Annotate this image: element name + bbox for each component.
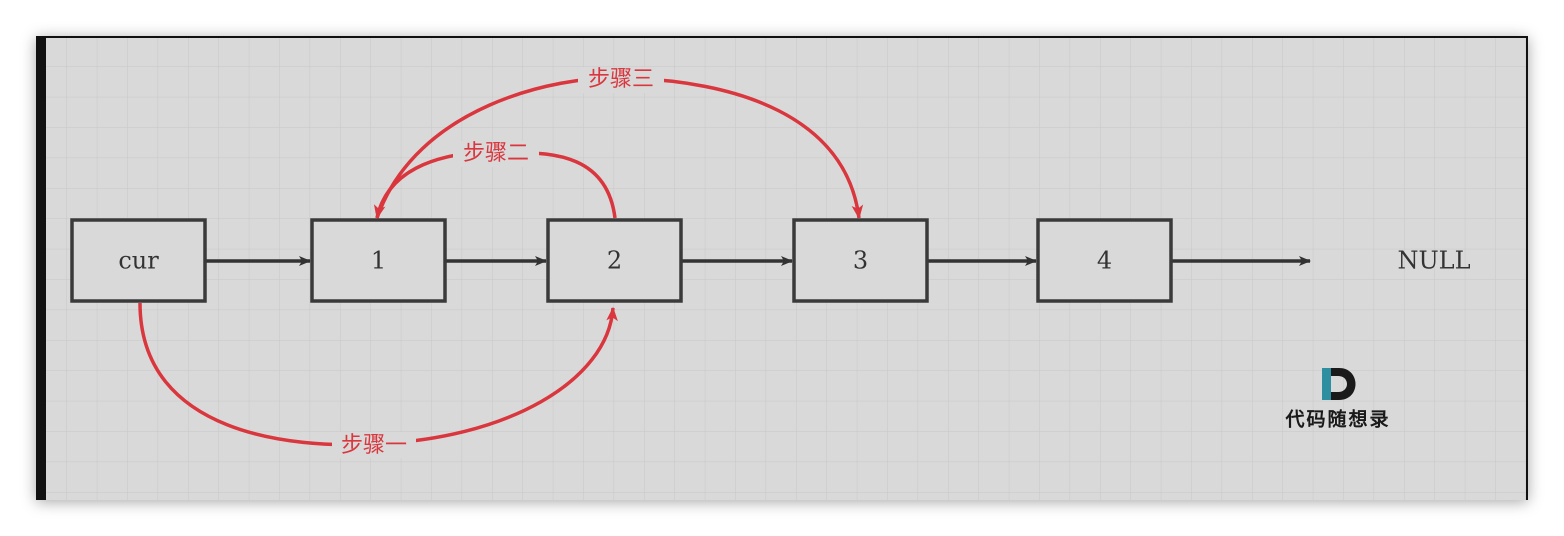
logo-text: 代码随想录 <box>1284 408 1390 431</box>
node-3: 3 <box>792 218 929 303</box>
node-label-cur: cur <box>118 247 159 275</box>
left-border <box>36 36 46 500</box>
linked-list-diagram: cur 1 2 3 4 NULL 步骤一 步骤二 <box>36 36 1528 500</box>
step3-label-group: 步骤三 <box>578 67 664 93</box>
node-label-2: 2 <box>607 247 622 275</box>
step1-label: 步骤一 <box>341 433 407 458</box>
step2-label-group: 步骤二 <box>453 141 539 167</box>
step1-label-group: 步骤一 <box>332 432 416 458</box>
node-label-1: 1 <box>371 247 386 275</box>
node-cur: cur <box>70 218 207 303</box>
top-border <box>36 36 1528 38</box>
logo: 代码随想录 <box>1284 368 1390 431</box>
node-4: 4 <box>1036 218 1173 303</box>
step1-label-bg <box>332 432 416 458</box>
node-2: 2 <box>546 218 683 303</box>
node-label-3: 3 <box>853 247 868 275</box>
step3-label-bg <box>578 67 664 93</box>
step2-label: 步骤二 <box>463 141 529 166</box>
step3-label: 步骤三 <box>588 67 654 92</box>
node-1: 1 <box>310 218 447 303</box>
logo-d-icon <box>1322 368 1356 400</box>
right-border <box>1526 36 1528 500</box>
null-label: NULL <box>1397 247 1470 275</box>
node-label-4: 4 <box>1097 247 1112 275</box>
diagram-frame: cur 1 2 3 4 NULL 步骤一 步骤二 <box>36 36 1528 500</box>
step2-label-bg <box>453 141 539 167</box>
